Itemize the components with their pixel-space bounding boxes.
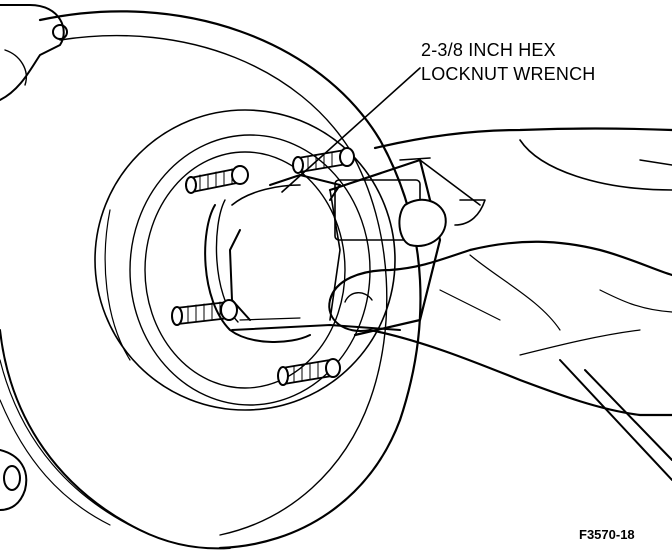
callout-label-line-2: LOCKNUT WRENCH: [421, 64, 596, 84]
callout-label-line-1: 2-3/8 INCH HEX: [421, 40, 556, 60]
steering-knuckle-lower: [0, 449, 28, 511]
callout-leader-line: [281, 67, 421, 193]
wheel-stud-upper-left: [185, 165, 249, 194]
figure-id-label: F3570-18: [579, 527, 635, 542]
hex-locknut-wrench: [231, 157, 481, 337]
wrench-handle: [559, 359, 672, 481]
mechanic-hand: [328, 127, 672, 417]
wheel-stud-lower-left: [171, 299, 238, 326]
wheel-stud-bottom: [277, 358, 341, 386]
hub-rings: [94, 109, 396, 411]
spindle-hub: [204, 199, 311, 343]
rotor-disc: [0, 10, 422, 550]
wheel-stud-top: [292, 147, 355, 174]
steering-knuckle-upper: [0, 4, 68, 101]
